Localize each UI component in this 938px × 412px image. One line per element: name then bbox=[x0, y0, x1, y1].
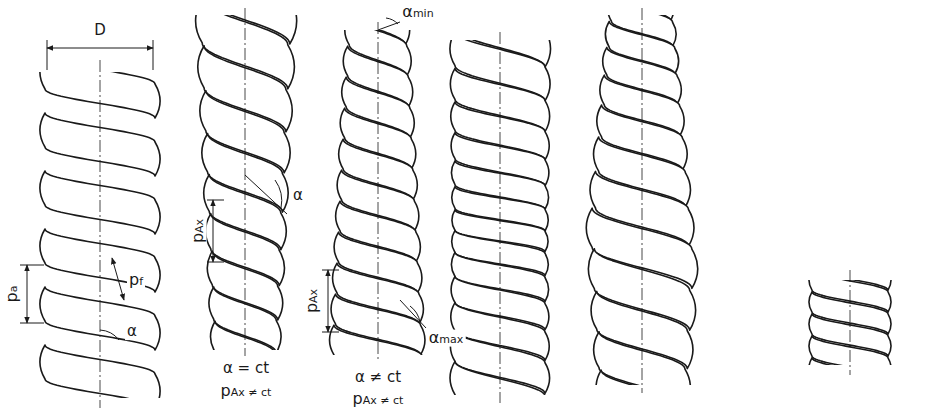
symbol-label: α ≠ ct bbox=[353, 370, 403, 386]
angle-arc bbox=[100, 330, 119, 340]
angle-leg bbox=[400, 300, 426, 328]
angle-arc bbox=[386, 18, 398, 24]
extension-line bbox=[207, 262, 224, 263]
angle-leg bbox=[245, 175, 287, 214]
center-axis bbox=[850, 270, 851, 375]
angle-arc bbox=[275, 180, 282, 208]
extension-line bbox=[20, 265, 44, 266]
subscript-symbol: pAx bbox=[304, 287, 321, 315]
dimension-line bbox=[112, 258, 124, 300]
center-axis bbox=[378, 22, 379, 362]
helix-figure bbox=[40, 72, 160, 398]
subscript-symbol: pAx bbox=[190, 217, 207, 245]
center-axis bbox=[100, 60, 101, 408]
symbol-label: α bbox=[125, 324, 139, 340]
subscript-symbol: pAx ≠ ct bbox=[351, 391, 406, 408]
extension-line bbox=[153, 40, 154, 70]
extension-line bbox=[207, 200, 224, 201]
subscript-symbol: pAx ≠ ct bbox=[219, 383, 274, 400]
helix-figure bbox=[809, 280, 891, 365]
center-axis bbox=[642, 8, 643, 393]
extension-line bbox=[322, 332, 339, 333]
symbol-label: α bbox=[291, 188, 305, 204]
helix-figure bbox=[586, 15, 697, 385]
extension-line bbox=[20, 323, 44, 324]
symbol-label: α = ct bbox=[221, 361, 271, 377]
subscript-symbol: pa bbox=[4, 284, 21, 305]
subscript-symbol: αmax bbox=[427, 330, 466, 347]
helix-figure bbox=[330, 30, 427, 355]
center-axis bbox=[500, 32, 501, 403]
subscript-symbol: αmin bbox=[400, 4, 435, 21]
center-axis bbox=[245, 8, 246, 356]
dimension-line bbox=[27, 265, 28, 323]
symbol-label: D bbox=[92, 23, 108, 39]
extension-line bbox=[47, 40, 48, 70]
dimension-line bbox=[213, 200, 214, 262]
subscript-symbol: pf bbox=[127, 272, 145, 289]
helix-figure bbox=[191, 15, 299, 350]
dimension-line bbox=[47, 48, 153, 49]
angle-arc bbox=[410, 306, 420, 322]
dimension-line bbox=[328, 270, 329, 332]
extension-line bbox=[322, 270, 339, 271]
